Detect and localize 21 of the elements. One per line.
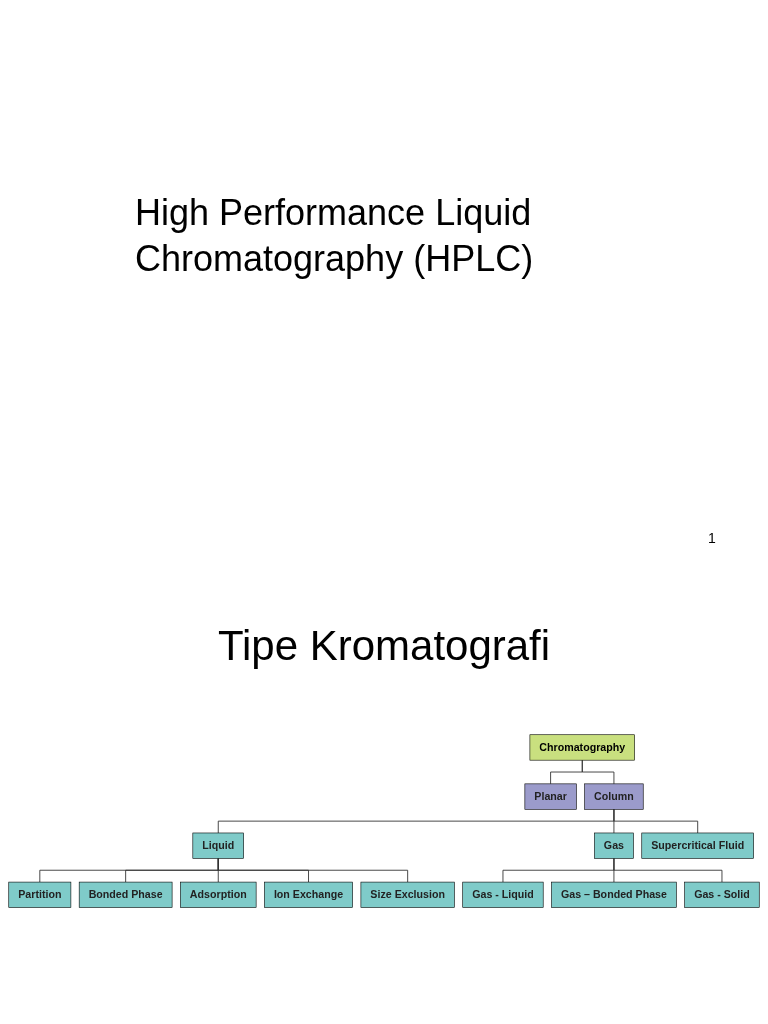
node-box: Planar bbox=[524, 783, 577, 810]
page-number: 1 bbox=[708, 530, 716, 546]
node-box: Adsorption bbox=[180, 881, 257, 908]
node-box: Ion Exchange bbox=[264, 881, 353, 908]
node-box: Gas - Liquid bbox=[462, 881, 544, 908]
node-box: Liquid bbox=[192, 832, 244, 859]
node-box: Gas – Bonded Phase bbox=[551, 881, 677, 908]
connector bbox=[613, 857, 723, 883]
node-box: Partition bbox=[8, 881, 72, 908]
node-box: Column bbox=[584, 783, 644, 810]
node-box: Bonded Phase bbox=[78, 881, 173, 908]
node-box: Size Exclusion bbox=[360, 881, 455, 908]
node-box: Gas bbox=[594, 832, 634, 859]
node-box: Chromatography bbox=[529, 734, 635, 761]
slide-heading: Tipe Kromatografi bbox=[216, 622, 552, 670]
connector bbox=[581, 759, 615, 785]
connector bbox=[613, 808, 699, 834]
connector bbox=[217, 857, 409, 883]
slide-title: High Performance Liquid Chromatography (HPLC) bbox=[135, 191, 535, 281]
node-box: Gas - Solid bbox=[684, 881, 760, 908]
node-box: Supercritical Fluid bbox=[641, 832, 754, 859]
